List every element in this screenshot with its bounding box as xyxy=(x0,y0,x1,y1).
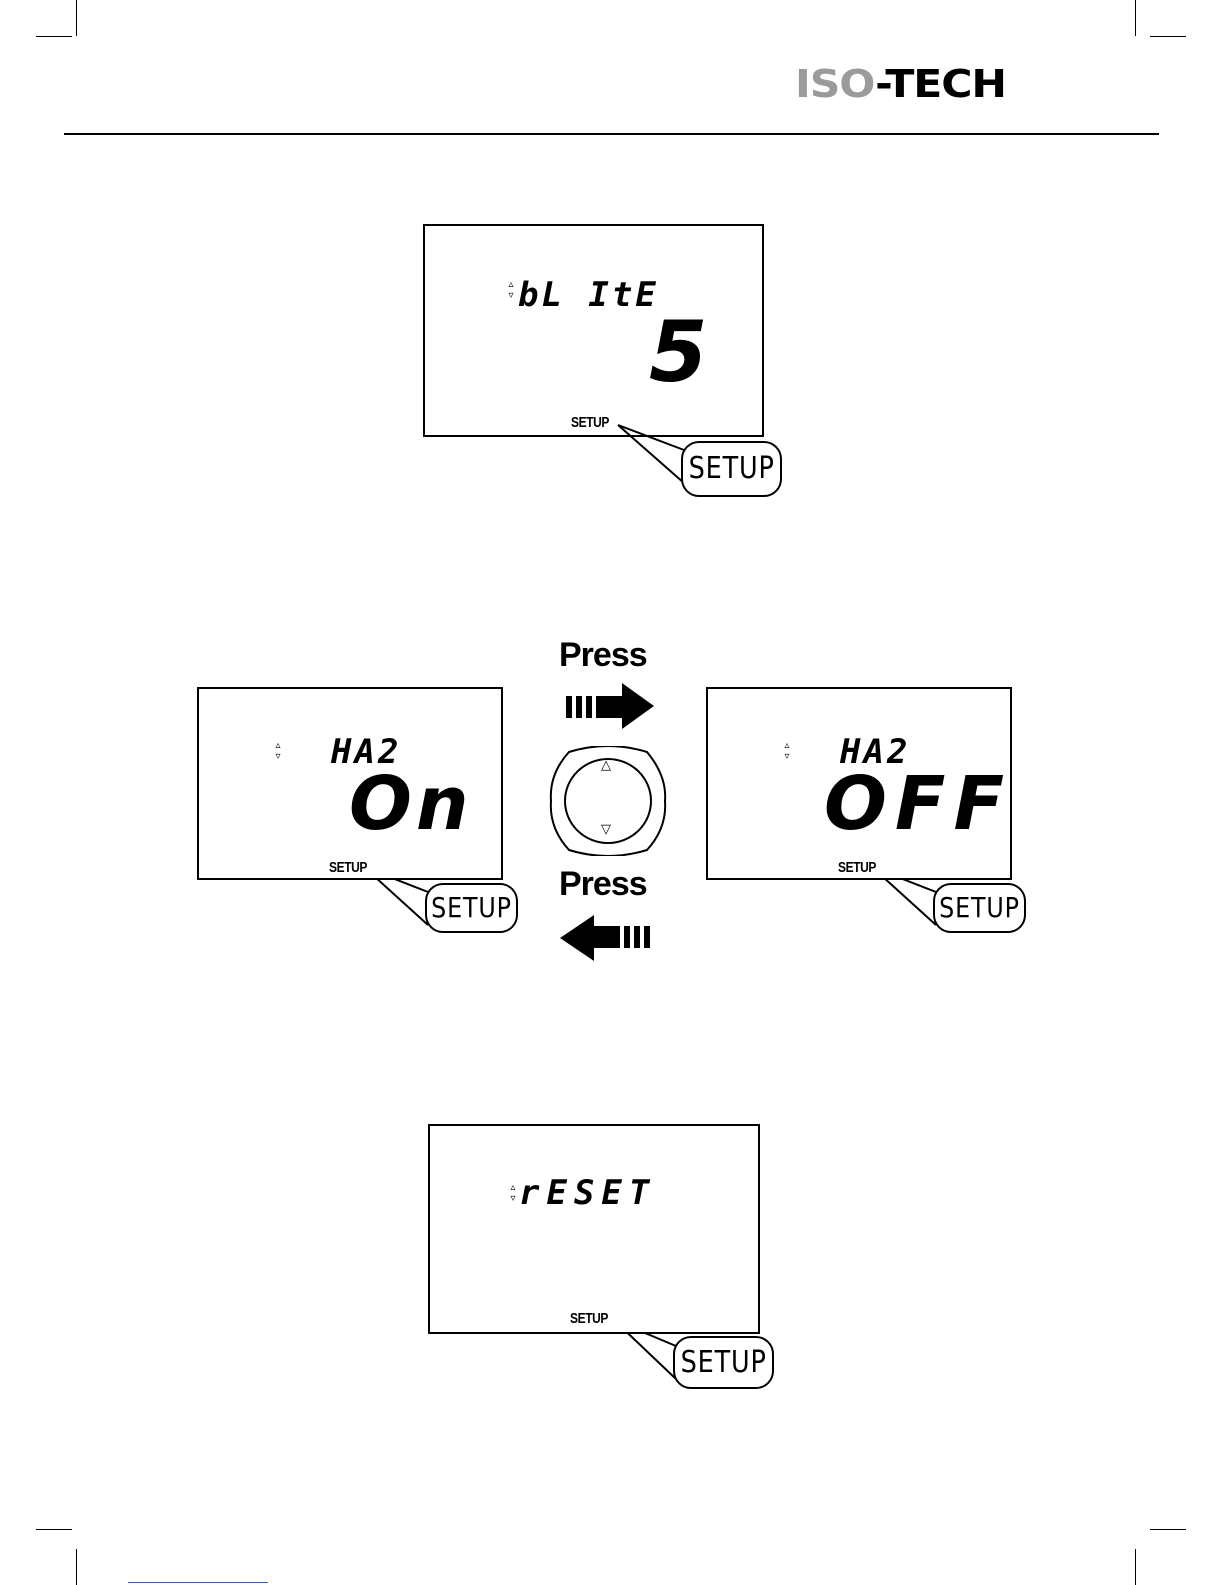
up-down-arrows-icon: ▵▿ xyxy=(273,740,283,762)
lcd-value: On xyxy=(349,767,473,841)
up-down-arrows-icon: ▵▿ xyxy=(508,1182,518,1204)
nav-button[interactable]: △ ▽ xyxy=(549,746,667,856)
setup-callout: SETUP xyxy=(425,883,518,933)
setup-annunciator: SETUP xyxy=(838,859,876,876)
down-triangle-icon[interactable]: ▽ xyxy=(601,822,611,837)
right-arrow-icon xyxy=(566,683,656,729)
lcd-panel-haz-on: ▵▿ HA2 On SETUP xyxy=(197,687,503,880)
up-down-arrows-icon: ▵▿ xyxy=(782,740,792,762)
press-label-top: Press xyxy=(559,638,647,672)
left-arrow-icon xyxy=(560,915,650,961)
press-label-bottom: Press xyxy=(559,867,647,901)
setup-callout: SETUP xyxy=(681,441,782,497)
setup-annunciator: SETUP xyxy=(329,859,367,876)
footer-link-underline xyxy=(128,1582,268,1583)
lcd-panel-haz-off: ▵▿ HA2 OFF SETUP xyxy=(706,687,1012,880)
setup-callout: SETUP xyxy=(933,883,1026,933)
setup-callout: SETUP xyxy=(673,1336,774,1389)
lcd-panel-reset: ▵▿ rESET SETUP xyxy=(428,1124,760,1334)
lcd-value: OFF xyxy=(824,767,1012,841)
setup-annunciator: SETUP xyxy=(570,1310,608,1327)
lcd-text-reset: rESET xyxy=(519,1176,656,1210)
up-triangle-icon[interactable]: △ xyxy=(601,758,611,773)
